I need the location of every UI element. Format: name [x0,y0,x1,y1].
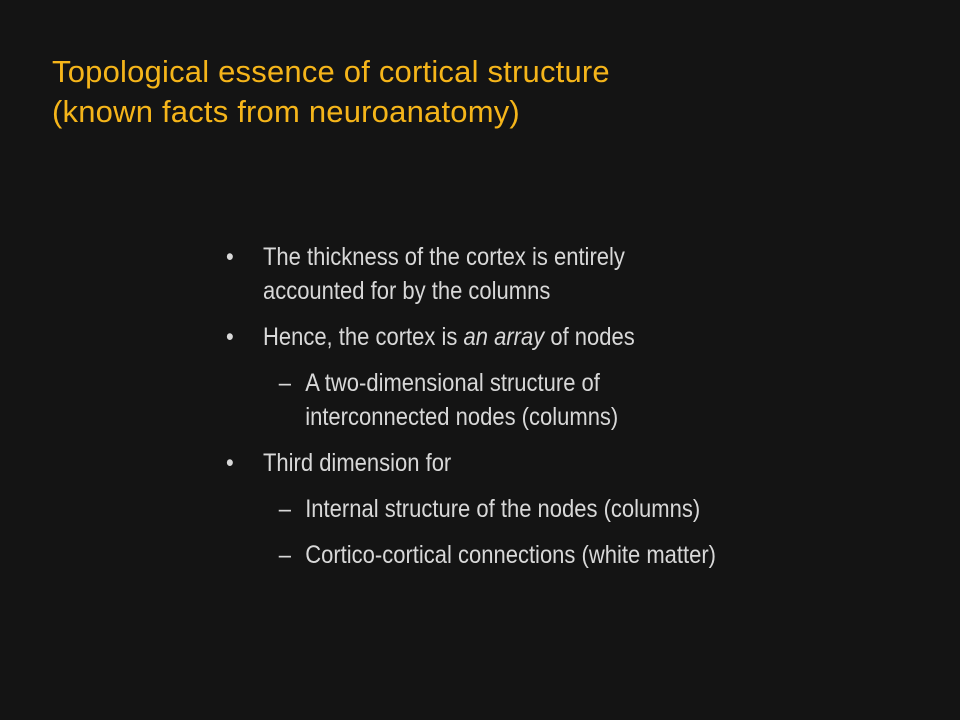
bullet-item-cortex-thickness: • The thickness of the cortex is entirel… [226,240,833,308]
bullet-dot-icon: • [226,449,234,477]
bullet-text-prefix: Hence, the cortex is [262,323,464,351]
bullet-dot-icon: • [226,323,234,351]
bullet-text: The thickness of the cortex is entirely [262,243,625,271]
bullet-text-suffix: of nodes [544,323,635,351]
title-line-1: Topological essence of cortical structur… [52,54,610,89]
sub-bullet-text: Internal structure of the nodes (columns… [305,495,701,523]
dash-icon: – [278,495,292,523]
dash-icon: – [278,541,292,569]
sub-bullet-text: A two-dimensional structure of [305,369,600,397]
title-line-2: (known facts from neuroanatomy) [52,94,520,129]
sub-bullet-internal-structure: – Internal structure of the nodes (colum… [226,492,833,526]
bullet-text-emphasis: an array [463,323,545,351]
bullet-item-cortex-array: • Hence, the cortex is an array of nodes [226,320,833,354]
sub-bullet-cortico-connections: – Cortico-cortical connections (white ma… [226,538,833,572]
bullet-text: Third dimension for [262,449,452,477]
bullet-dot-icon: • [226,243,234,271]
dash-icon: – [278,369,292,397]
sub-bullet-text: Cortico-cortical connections (white matt… [305,541,717,569]
bullet-text: accounted for by the columns [262,277,551,305]
bullet-list: • The thickness of the cortex is entirel… [226,240,833,584]
bullet-text: Hence, the cortex is an array of nodes [263,320,833,354]
slide-title: Topological essence of cortical structur… [52,52,932,132]
sub-bullet-two-dimensional: – A two-dimensional structure of interco… [226,366,833,434]
sub-bullet-text: interconnected nodes (columns) [305,403,619,431]
bullet-item-third-dimension: • Third dimension for [226,446,833,480]
